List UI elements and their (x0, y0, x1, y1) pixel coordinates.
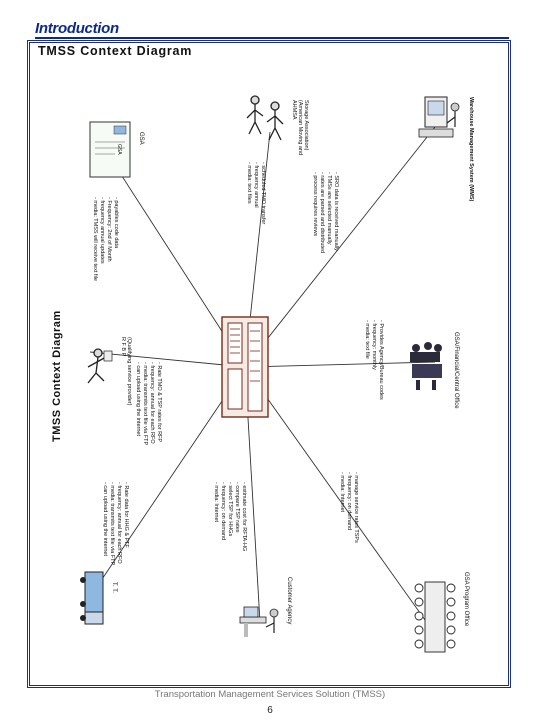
spoke-gsa-program (244, 366, 431, 628)
spoke-trucks (89, 366, 246, 598)
context-diagram: TMSS Context Diagram GSA GSA - payables … (51, 95, 474, 653)
runner-icon (87, 348, 113, 384)
entity-rfp-label: R F B P (Qualifying service provider) (120, 337, 132, 406)
spoke-rfp (89, 351, 246, 368)
entity-gsa-bank-label: GSA (138, 132, 144, 145)
flow-trucks: - Rate data for HHG & FTF - frequency: a… (102, 482, 129, 567)
diagram-rotated-title: TMSS Context Diagram (51, 310, 63, 442)
page-number: 6 (267, 705, 273, 716)
spoke-wms (244, 126, 436, 368)
entity-asa: AHMSA (American Moving and Storage Assoc… (246, 95, 309, 157)
spoke-gsa-bank (99, 141, 246, 368)
computer-workstation-icon (418, 96, 460, 138)
footer-text: Transportation Management Services Solut… (154, 689, 386, 700)
entity-wms: Warehouse Management System (WMS) (418, 96, 474, 201)
flow-customer: - estimate cost for RFTA-HG - compare TS… (213, 482, 247, 553)
section-header: Introduction (35, 20, 119, 37)
flow-wms: - SRO data is received manually - TMSs a… (312, 172, 339, 255)
spoke-gsa-central (244, 361, 436, 368)
flow-gsa-central: - Provides Agency/Bureau codes - frequen… (364, 320, 384, 401)
meeting-room-icon (414, 581, 456, 653)
entity-gsa-bank: GSA GSA (89, 121, 144, 178)
entity-asa-label: AHMSA (American Moving and Storage Assoc… (291, 100, 309, 157)
card-label: GSA (116, 144, 122, 155)
header-rule (35, 37, 509, 39)
entity-trucks-label: T. T. (111, 582, 117, 593)
meeting-people-icon (410, 342, 442, 390)
entity-trucks: T. T. (80, 571, 117, 625)
entity-gsa-program-label: GSA Program Office (463, 572, 469, 627)
flow-rfp: - Rate TMO & TSP rates for RFP - frequen… (135, 362, 162, 447)
slide-title: TMSS Context Diagram (38, 44, 193, 58)
entity-gsa-central: GSA/Financial/Central Office (410, 332, 459, 409)
entity-gsa-program: GSA Program Office (414, 572, 469, 653)
server-tower-icon (221, 316, 269, 418)
entity-tmss (221, 316, 269, 418)
truck-icon (80, 571, 104, 625)
flow-gsa-bank: - payables code data - Frequency: 2nd of… (92, 197, 119, 281)
people-icon (246, 95, 284, 141)
flow-asa: - scheduled TMO transfer - frequency ann… (246, 162, 266, 226)
entity-gsa-central-label: GSA/Financial/Central Office (453, 332, 459, 409)
entity-customer-label: Customer Agency (286, 577, 292, 624)
slide-frame (27, 40, 511, 688)
credit-card-icon (89, 121, 131, 178)
spoke-lines (89, 126, 436, 628)
entity-customer: Customer Agency (239, 577, 292, 637)
desk-person-icon (239, 606, 279, 637)
entity-rfp: R F B P (Qualifying service provider) (87, 337, 132, 406)
flow-gsa-program: - manage service rates TSPs - frequency:… (339, 472, 359, 544)
entity-wms-label: Warehouse Management System (WMS) (468, 97, 474, 201)
